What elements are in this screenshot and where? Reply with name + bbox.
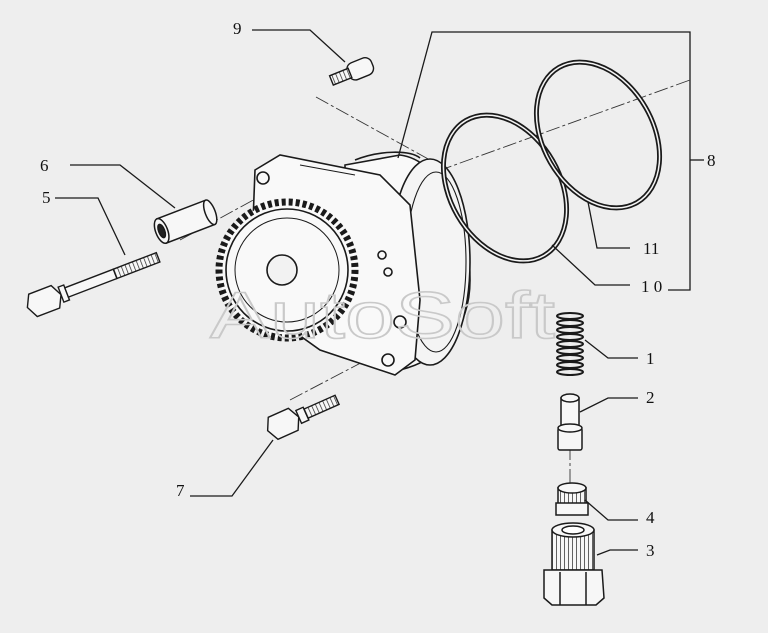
callout-7: 7	[176, 481, 185, 500]
callout-3: 3	[646, 541, 655, 560]
callout-10: 1 0	[641, 277, 662, 296]
valve-body-3	[543, 522, 605, 606]
bolt-7	[266, 394, 341, 441]
callout-2: 2	[646, 388, 655, 407]
callout-1: 1	[646, 349, 655, 368]
callout-11: 11	[643, 239, 659, 258]
callout-9: 9	[233, 19, 242, 38]
bolt-5	[26, 251, 161, 318]
drive-gear	[215, 198, 359, 342]
piston-2	[557, 393, 583, 451]
o-ring-11	[533, 59, 663, 211]
watermark-text: AutoSoft	[210, 278, 555, 352]
callout-4: 4	[646, 508, 655, 527]
spring-1	[556, 312, 584, 376]
callout-6: 6	[40, 156, 49, 175]
callout-5: 5	[42, 188, 51, 207]
screw-9	[328, 57, 375, 86]
callout-labels: 9 6 5 8 11 1 0 1 2 4 3 7	[40, 19, 716, 560]
callout-8: 8	[707, 151, 716, 170]
plug-4	[555, 482, 589, 516]
bushing-6	[153, 199, 218, 245]
leader-lines	[55, 29, 704, 556]
